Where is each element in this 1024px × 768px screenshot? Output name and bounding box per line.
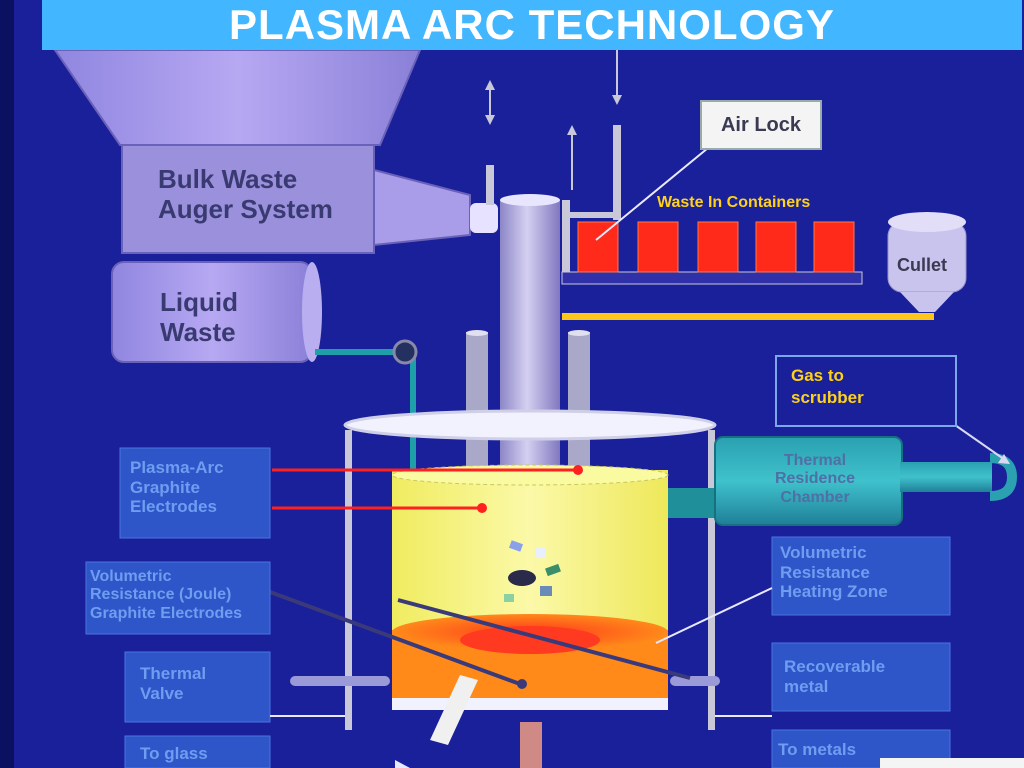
auger-box xyxy=(121,144,375,254)
liquid-waste-label: Liquid Waste xyxy=(160,287,238,347)
waste-container-5 xyxy=(813,221,855,273)
vol-right-pointer xyxy=(655,587,773,644)
vessel-base xyxy=(392,698,668,710)
joule-label-box xyxy=(85,561,271,635)
arrow-head-up-3 xyxy=(567,125,577,135)
waste-container-3 xyxy=(697,221,739,273)
thermal-valve-port xyxy=(290,676,390,686)
air-lock-pointer xyxy=(595,147,709,241)
bulk-waste-label: Bulk Waste Auger System xyxy=(158,164,333,224)
feed-rod-2 xyxy=(613,125,621,220)
bottom-drain xyxy=(520,722,542,768)
debris-6 xyxy=(504,594,514,602)
joule-electrode-2 xyxy=(397,598,691,680)
liquid-tank-end xyxy=(302,262,322,362)
left-edge xyxy=(0,0,14,768)
cullet-top xyxy=(888,212,966,232)
valve-label-box xyxy=(124,651,271,723)
debris-2 xyxy=(536,548,546,558)
vol-right-label-box xyxy=(771,536,951,616)
recoverable-metal-label: Recoverable metal xyxy=(784,657,886,696)
joule-electrodes-label: Volumetric Resistance (Joule) Graphite E… xyxy=(90,568,243,622)
debris-4 xyxy=(508,570,536,586)
vessel-lid xyxy=(343,409,717,441)
recoverable-label-box xyxy=(771,642,951,712)
debris-5 xyxy=(540,586,552,596)
gas-scrubber-label: Gas to scrubber xyxy=(775,355,957,427)
waste-container-2 xyxy=(637,221,679,273)
thermal-valve-label: Thermal Valve xyxy=(140,664,207,703)
pour-spout xyxy=(430,675,478,745)
feed-rod-1 xyxy=(486,165,494,205)
vessel-leg-right xyxy=(708,430,715,730)
waste-container-4 xyxy=(755,221,797,273)
melt-core xyxy=(460,626,600,654)
joule-electrode-1 xyxy=(269,590,521,686)
debris-1 xyxy=(508,540,524,552)
auger-nozzle xyxy=(373,168,471,247)
page-title: PLASMA ARC TECHNOLOGY xyxy=(229,1,835,48)
pump-icon xyxy=(392,339,418,365)
glass-label-box xyxy=(124,735,271,768)
cullet-conveyor xyxy=(562,313,934,320)
feed-tube-top xyxy=(500,194,560,206)
gas-outlet-pipe xyxy=(900,462,992,492)
pusher-arm xyxy=(562,212,620,218)
to-metals-label: To metals xyxy=(778,740,857,759)
title-bar: PLASMA ARC TECHNOLOGY xyxy=(42,0,1022,50)
cullet-label: Cullet xyxy=(897,255,948,275)
hopper xyxy=(53,49,422,146)
air-lock-label: Air Lock xyxy=(700,100,822,150)
metal-port xyxy=(670,676,720,686)
waste-containers-label: Waste In Containers xyxy=(657,194,811,211)
waste-container-1 xyxy=(577,221,619,273)
auger-tip xyxy=(470,203,498,233)
arrow-head-up xyxy=(485,80,495,90)
container-platform xyxy=(561,271,863,285)
heating-zone-label: Volumetric Resistance Heating Zone xyxy=(780,543,888,602)
plasma-electrodes-label: Plasma-Arc Graphite Electrodes xyxy=(130,458,224,517)
trc-inlet xyxy=(668,488,720,518)
cullet-funnel xyxy=(900,292,954,312)
debris-3 xyxy=(545,563,561,577)
plasma-label-box xyxy=(119,447,271,539)
thermal-residence-label: Thermal Residence Chamber xyxy=(774,452,856,506)
vessel-leg-left xyxy=(345,430,352,730)
to-glass-label: To glass xyxy=(140,744,208,763)
pusher-rod xyxy=(562,200,570,278)
arrow-head-down-2 xyxy=(612,95,622,105)
arrow-head-down xyxy=(485,115,495,125)
gas-pointer xyxy=(954,424,1009,463)
